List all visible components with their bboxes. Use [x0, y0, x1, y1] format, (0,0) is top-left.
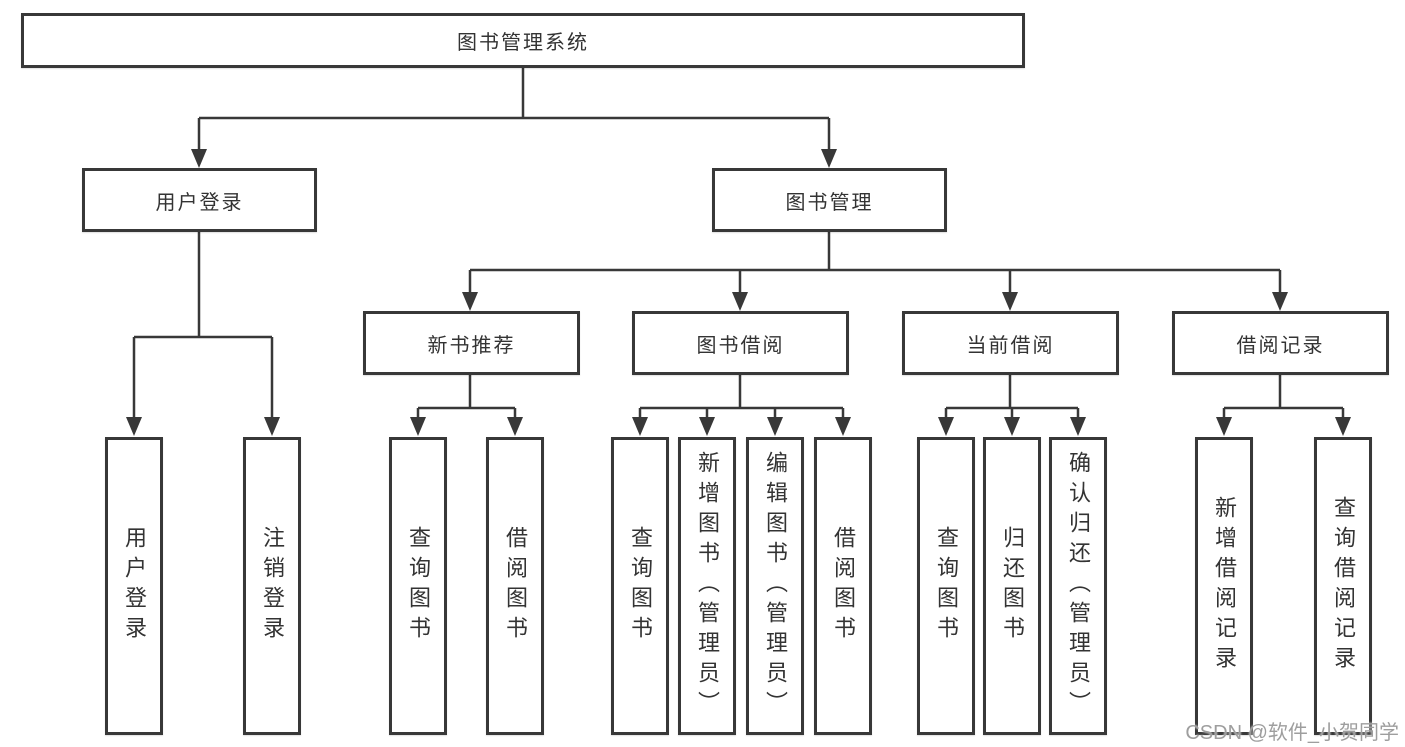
leaf-logout: 注销登录	[243, 437, 301, 735]
leaf-current-query-books: 查询图书	[917, 437, 975, 735]
leaf-current-confirm-return-admin: 确认归还（管理员）	[1049, 437, 1107, 735]
leaf-borrow-add-books-admin: 新增图书（管理员）	[678, 437, 736, 735]
arrowhead-icons	[126, 149, 1351, 436]
node-new-book-recommend: 新书推荐	[363, 311, 580, 375]
leaf-borrow-query-books: 查询图书	[611, 437, 669, 735]
node-book-borrow: 图书借阅	[632, 311, 849, 375]
leaf-recommend-query-books: 查询图书	[389, 437, 447, 735]
leaf-records-add-record: 新增借阅记录	[1195, 437, 1253, 735]
leaf-records-query-record: 查询借阅记录	[1314, 437, 1372, 735]
leaf-recommend-borrow-books: 借阅图书	[486, 437, 544, 735]
leaf-borrow-borrow-books: 借阅图书	[814, 437, 872, 735]
node-borrow-records: 借阅记录	[1172, 311, 1389, 375]
leaf-current-return-books: 归还图书	[983, 437, 1041, 735]
leaf-borrow-edit-books-admin: 编辑图书（管理员）	[746, 437, 804, 735]
node-current-borrow: 当前借阅	[902, 311, 1119, 375]
node-root: 图书管理系统	[21, 13, 1025, 68]
node-user-login: 用户登录	[82, 168, 317, 232]
node-book-management: 图书管理	[712, 168, 947, 232]
csdn-watermark: CSDN @软件_小贺同学	[1185, 722, 1399, 744]
leaf-user-login: 用户登录	[105, 437, 163, 735]
